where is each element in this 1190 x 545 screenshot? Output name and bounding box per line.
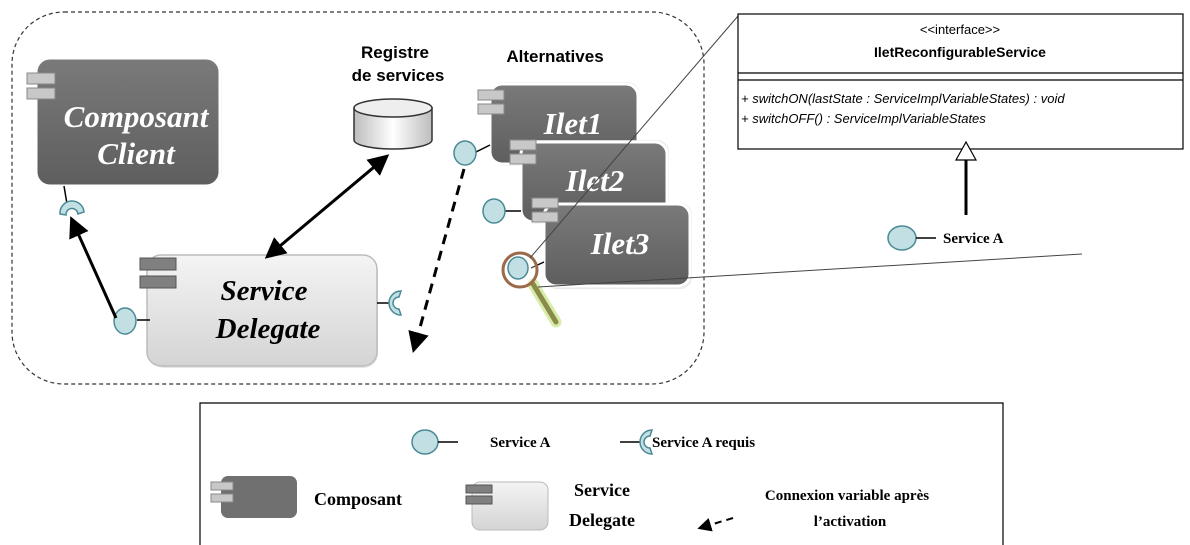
client-label-line1: Composant [64, 99, 210, 134]
client-label-line2: Client [97, 136, 176, 171]
ilet3-label: Ilet3 [590, 226, 650, 261]
required-interface-icon [639, 429, 654, 455]
component-tab-icon [26, 87, 56, 100]
delegate-icon [471, 481, 549, 531]
provided-interface-icon [887, 225, 917, 251]
ilet3-component: Ilet3 [531, 197, 692, 289]
registry-label-line2: de services [352, 66, 445, 85]
provided-interface-icon [411, 429, 439, 455]
variable-connection-arrow [408, 168, 466, 354]
delegate-label-line2: Delegate [215, 313, 321, 345]
legend-connection-line2: l’activation [814, 514, 887, 530]
ilet1-label: Ilet1 [543, 106, 603, 141]
component-tab-icon [26, 72, 56, 85]
delegate-to-client-arrow [69, 216, 118, 319]
uml-method-1: + switchON(lastState : ServiceImplVariab… [741, 91, 1065, 106]
dashed-arrow-icon [697, 517, 734, 532]
delegate-registry-arrow [264, 154, 390, 259]
uml-service-label: Service A [943, 231, 1004, 247]
legend-delegate-line1: Service [574, 480, 630, 500]
legend-service-provided: Service A [490, 435, 551, 451]
realization-triangle-icon [954, 140, 978, 161]
legend-delegate-line2: Delegate [569, 510, 635, 530]
legend-component: Composant [314, 489, 402, 509]
provided-interface-icon [482, 198, 506, 224]
required-interface-icon [388, 290, 403, 316]
client-component: Composant Client [26, 56, 222, 188]
registry-database-icon [353, 98, 433, 150]
uml-interface-box: <<interface>> IletReconfigurableService … [737, 13, 1184, 150]
required-interface-icon [59, 200, 85, 216]
provided-interface-icon [453, 140, 477, 166]
uml-stereotype: <<interface>> [920, 22, 1000, 37]
provided-interface-icon [507, 256, 529, 280]
uml-method-2: + switchOFF() : ServiceImplVariableState… [741, 111, 986, 126]
legend-connection-line1: Connexion variable après [765, 488, 929, 504]
uml-interface-name: IletReconfigurableService [874, 44, 1046, 60]
delegate-label-line1: Service [221, 275, 308, 307]
ilet2-label: Ilet2 [565, 163, 625, 198]
legend-service-required: Service A requis [652, 435, 755, 451]
system-boundary [11, 11, 705, 385]
provided-interface-icon [113, 307, 137, 335]
component-icon [221, 476, 297, 518]
service-delegate-component: Service Delegate [139, 254, 378, 368]
registry-label-line1: Registre [361, 43, 429, 62]
legend-box: Service A Service A requis Composant Ser… [199, 402, 1004, 545]
alternatives-label: Alternatives [506, 47, 603, 66]
